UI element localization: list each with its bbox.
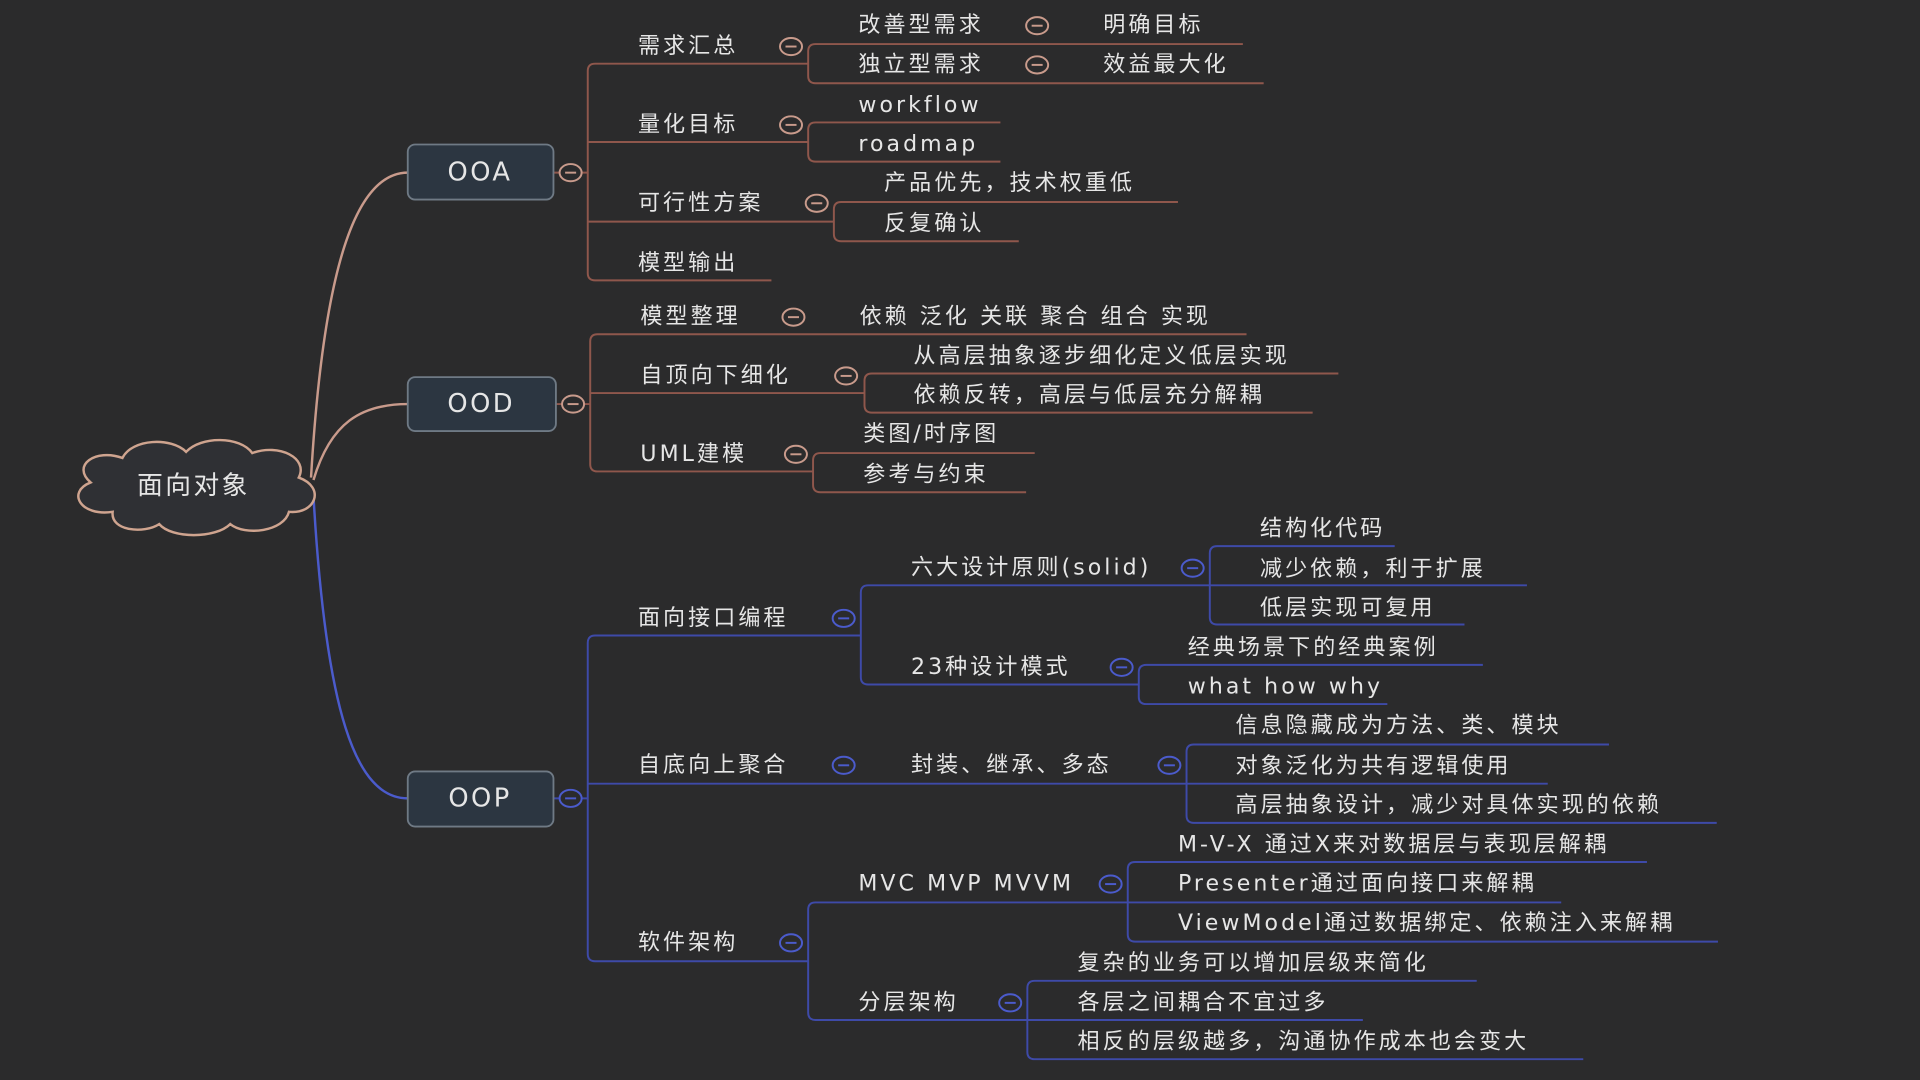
collapse-icon[interactable] [831,608,856,628]
level4-topic[interactable]: 明确目标 [1103,13,1203,38]
collapse-icon[interactable] [561,394,586,414]
level4-topic[interactable]: 经典场景下的经典案例 [1188,635,1439,660]
branch-oop: OOP 面向接口编程 自底向上聚合 软件架构 六大设计原则(solid) 23种… [406,516,1718,1061]
layered-architecture-connectors [1026,979,1584,1061]
level2-topic[interactable]: 可行性方案 [638,191,763,216]
top-down-refinement-connectors [863,372,1339,414]
branch-ood: OOD 模型整理 自顶向下细化 UML建模 依赖 泛化 关联 聚合 组合 实现 … [406,305,1339,494]
collapse-icon[interactable] [779,36,804,57]
level3-topic[interactable]: roadmap [858,132,978,157]
level4-topic[interactable]: 复杂的业务可以增加层级来简化 [1078,951,1429,976]
level2-topic[interactable]: 自顶向下细化 [640,363,791,388]
collapse-icon[interactable] [834,366,859,386]
level3-topic[interactable]: MVC MVP MVVM [858,872,1074,897]
level2-topic[interactable]: UML建模 [640,442,747,467]
collapse-icon[interactable] [998,993,1023,1013]
level4-topic[interactable]: 对象泛化为共有逻辑使用 [1236,754,1512,779]
collapse-icon[interactable] [1109,657,1134,677]
root-topic[interactable]: 面向对象 [77,438,316,537]
collapse-icon[interactable] [804,193,829,213]
root-to-oop-connector [312,495,408,800]
topic-ood-box[interactable] [406,376,557,432]
level3-topic[interactable]: workflow [858,93,981,118]
level4-topic[interactable]: 减少依赖，利于扩展 [1260,557,1486,582]
collapse-icon[interactable] [781,307,806,327]
topic-oop-box[interactable] [406,770,555,828]
collapse-icon[interactable] [558,788,583,808]
collapse-icon[interactable] [779,933,804,953]
collapse-icon[interactable] [1025,16,1050,36]
uml-modeling-connectors [812,452,1035,494]
encapsulation-connectors [1185,743,1717,824]
level4-topic[interactable]: what how why [1188,674,1383,699]
design-patterns-connectors [1137,663,1483,706]
root-topic-label[interactable]: 面向对象 [137,471,250,501]
collapse-icon[interactable] [779,115,804,135]
software-architecture-connectors [807,901,1128,1021]
mvc-connectors [1126,861,1718,943]
level3-topic[interactable]: 反复确认 [884,212,984,237]
collapse-icon[interactable] [558,163,583,183]
level4-topic[interactable]: 相反的层级越多，沟通协作成本也会变大 [1078,1030,1530,1055]
root-to-ooa-connector [309,171,408,478]
level3-topic[interactable]: 依赖反转，高层与低层充分解耦 [913,383,1264,408]
level2-topic[interactable]: 模型输出 [638,251,738,276]
requirements-summary-connectors [807,43,1264,85]
solid-principles-connectors [1208,545,1527,626]
level2-topic[interactable]: 自底向上聚合 [638,753,789,778]
feasibility-plan-connectors [832,201,1178,243]
level2-topic[interactable]: 软件架构 [638,930,738,955]
level2-topic[interactable]: 面向接口编程 [638,606,789,631]
topic-ooa-label[interactable]: OOA [448,158,513,188]
interface-programming-connectors [859,584,1210,686]
level4-topic[interactable]: Presenter通过面向接口来解耦 [1178,872,1537,897]
collapse-icon[interactable] [1098,874,1123,894]
root-to-ood-connector [312,402,408,481]
collapse-icon[interactable] [1157,755,1182,775]
quantified-goals-connectors [807,121,1001,163]
level4-topic[interactable]: 高层抽象设计，减少对具体实现的依赖 [1236,793,1663,818]
topic-ood-label[interactable]: OOD [447,389,515,419]
level3-topic[interactable]: 类图/时序图 [863,422,999,447]
topic-oop[interactable]: OOP [406,770,555,828]
level3-topic[interactable]: 改善型需求 [858,13,983,38]
level3-topic[interactable]: 从高层抽象逐步细化定义低层实现 [913,344,1289,369]
level3-topic[interactable]: 参考与约束 [863,463,988,488]
level4-topic[interactable]: 信息隐藏成为方法、类、模块 [1236,714,1562,739]
level2-topic[interactable]: 模型整理 [640,305,740,330]
level4-topic[interactable]: ViewModel通过数据绑定、依赖注入来解耦 [1178,911,1675,936]
topic-ood[interactable]: OOD [406,376,557,432]
collapse-icon[interactable] [1025,55,1050,75]
level3-topic[interactable]: 六大设计原则(solid) [911,556,1151,581]
level4-topic[interactable]: 效益最大化 [1103,52,1228,77]
topic-ooa-box[interactable] [406,143,555,201]
topic-oop-label[interactable]: OOP [448,783,511,813]
level3-topic[interactable]: 依赖 泛化 关联 聚合 组合 实现 [860,305,1211,330]
level3-topic[interactable]: 产品优先，技术权重低 [884,171,1135,196]
level4-topic[interactable]: 低层实现可复用 [1260,596,1436,621]
collapse-icon[interactable] [831,755,856,775]
level3-topic[interactable]: 封装、继承、多态 [911,753,1112,778]
level4-topic[interactable]: M-V-X 通过X来对数据层与表现层解耦 [1178,832,1609,857]
collapse-icon[interactable] [783,444,808,464]
branch-ooa: OOA 需求汇总 量化目标 可行性方案 模型输出 改善型需求 独立型需求 wor… [406,13,1264,282]
level3-topic[interactable]: 23种设计模式 [911,655,1071,680]
level3-topic[interactable]: 分层架构 [858,990,958,1015]
collapse-icon[interactable] [1180,558,1205,578]
level2-topic[interactable]: 需求汇总 [638,34,738,59]
level4-topic[interactable]: 结构化代码 [1260,516,1385,541]
topic-ooa[interactable]: OOA [406,143,555,201]
level4-topic[interactable]: 各层之间耦合不宜过多 [1078,990,1329,1015]
root-cloud-shape[interactable] [77,438,316,537]
level3-topic[interactable]: 独立型需求 [858,52,983,77]
level2-topic[interactable]: 量化目标 [638,112,738,137]
